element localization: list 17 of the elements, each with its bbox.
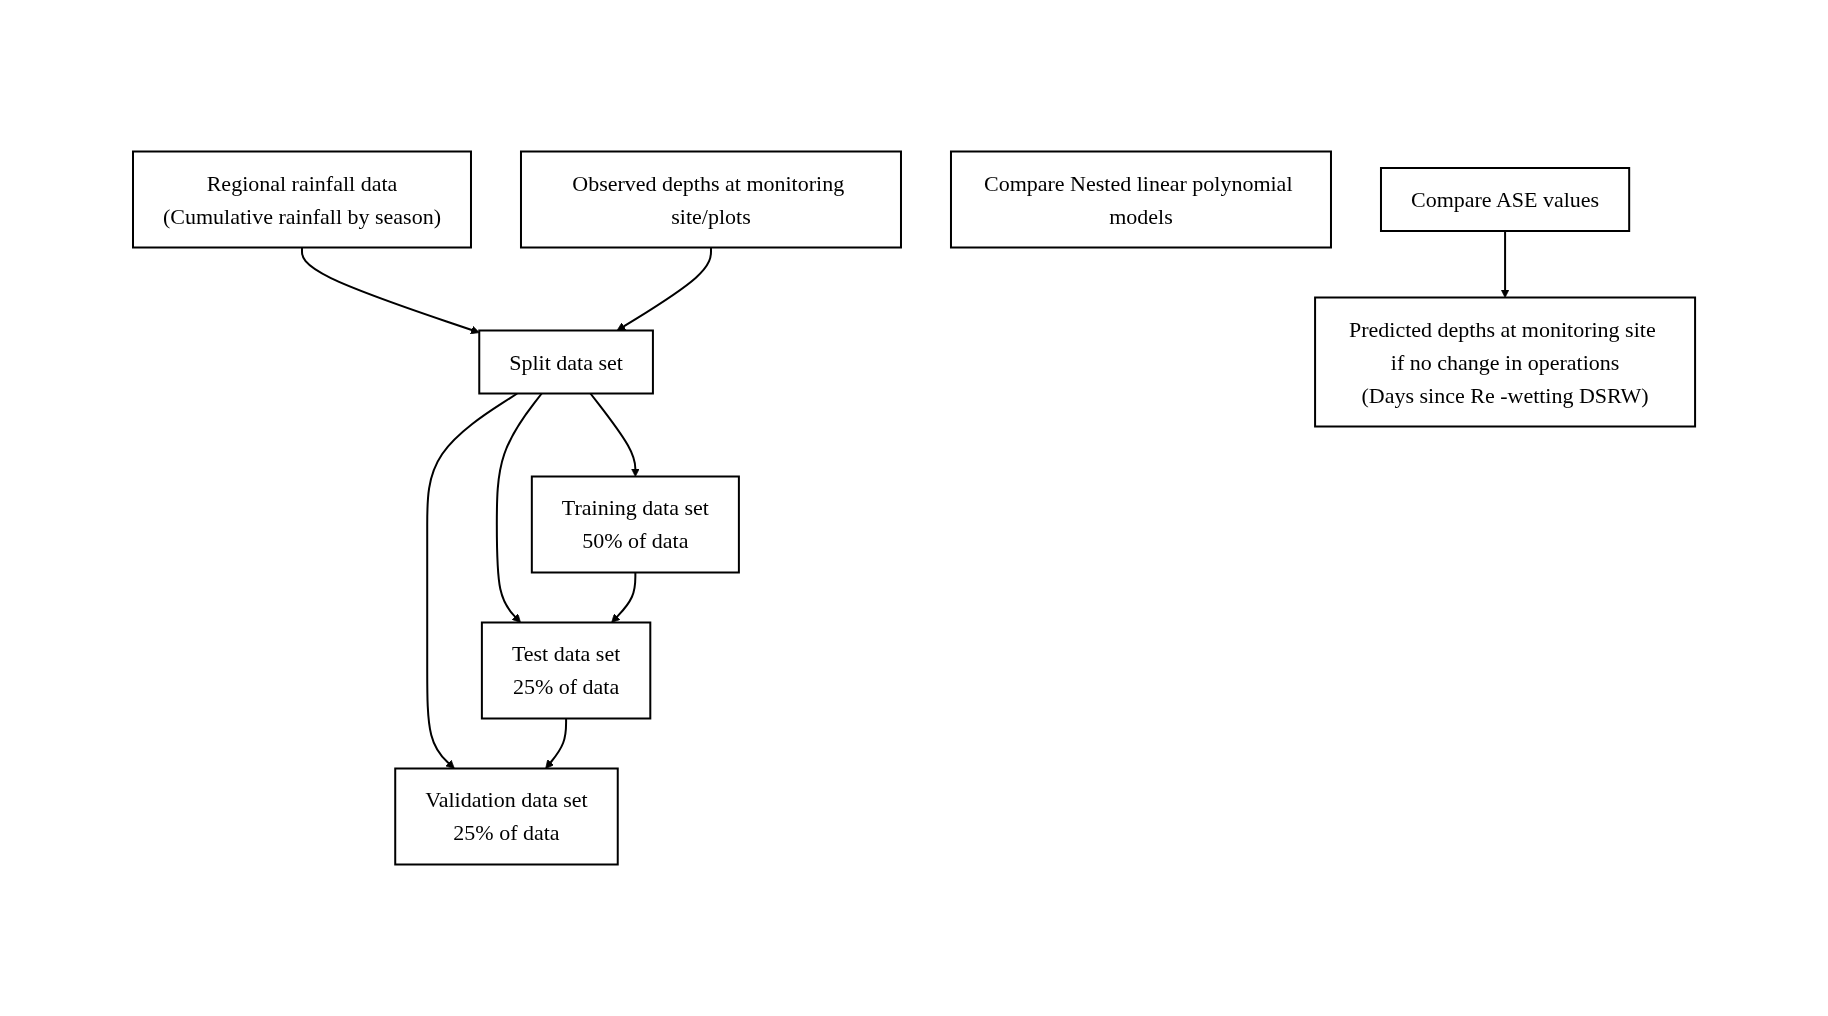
node-box: Compare Nested linear polynomial models <box>949 150 1332 249</box>
arrow <box>545 717 568 769</box>
node-box: Split data set <box>478 329 654 395</box>
arrow <box>589 392 640 477</box>
node-box: Validation data set 25% of data <box>394 767 619 866</box>
arrow <box>611 571 637 623</box>
arrow <box>1500 230 1510 298</box>
arrow <box>616 246 712 331</box>
node-box: Compare ASE values <box>1379 167 1631 232</box>
arrow <box>426 392 519 769</box>
node-box: Test data set 25% of data <box>480 621 652 720</box>
arrow <box>300 246 480 335</box>
arrow <box>495 392 543 623</box>
node-box: Regional rainfall data (Cumulative rainfall by season) <box>131 150 472 249</box>
node-box: Predicted depths at monitoring site if no change in operations (Days since Re -wetting DSRW) <box>1314 296 1697 428</box>
node-box: Training data set 50% of data <box>530 475 740 574</box>
node-box: Observed depths at monitoring site/plots <box>519 150 902 249</box>
